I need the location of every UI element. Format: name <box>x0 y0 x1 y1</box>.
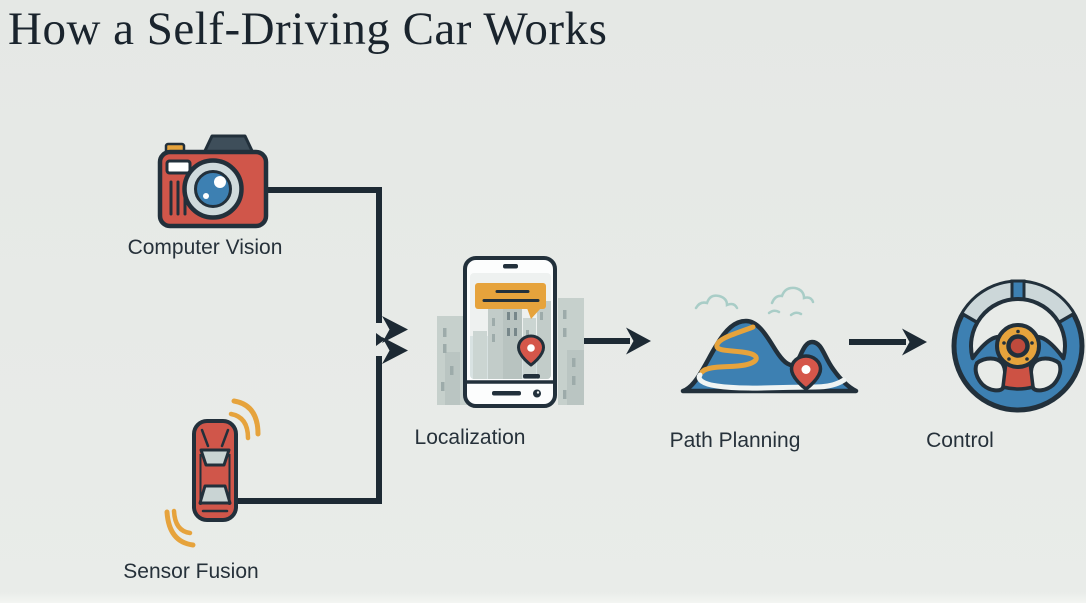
wheel-hub-center <box>1006 334 1030 358</box>
destination-pin-dot <box>801 365 811 374</box>
mountain-shape <box>680 318 859 394</box>
page-title: How a Self-Driving Car Works <box>8 3 608 55</box>
sensor-waves-icon <box>164 398 261 548</box>
connector-sensor-fusion-to-localization <box>238 356 382 504</box>
route-path-lower <box>696 372 847 391</box>
camera-icon <box>157 134 269 229</box>
mountain-route-icon <box>680 286 859 394</box>
map-pin-dot <box>527 344 535 352</box>
lens-highlight-small <box>203 193 209 199</box>
bottom-edge-strip <box>0 592 1086 603</box>
phone-home-dash <box>492 391 521 396</box>
arrow-path-planning-to-control <box>849 328 927 356</box>
lens-highlight-large <box>214 176 226 188</box>
merge-arrowheads-icon <box>376 316 408 364</box>
city-map-phone-icon <box>437 256 584 408</box>
node-label-computer-vision: Computer Vision <box>127 236 283 259</box>
steering-wheel-icon <box>951 279 1085 413</box>
route-path-upper <box>699 324 759 375</box>
phone-camera-dot <box>533 389 541 398</box>
city-buildings-back <box>437 298 584 405</box>
wheel-grip-separators <box>961 312 1075 325</box>
notification-bubble <box>475 283 546 319</box>
camera-lens-eye <box>194 170 232 208</box>
car-sensor-icon <box>164 398 261 548</box>
phone-earpiece <box>503 264 518 269</box>
node-label-path-planning: Path Planning <box>669 429 801 452</box>
clouds-icon <box>694 286 815 317</box>
wheel-hub-bolts <box>1002 329 1034 361</box>
car-rear-windshield <box>198 484 232 505</box>
camera-flash <box>165 159 192 175</box>
connector-computer-vision-to-localization <box>262 187 382 323</box>
node-label-localization: Localization <box>414 426 526 449</box>
node-label-control: Control <box>926 429 994 452</box>
pin-shadow-dash <box>523 374 540 379</box>
node-label-sensor-fusion: Sensor Fusion <box>123 560 259 583</box>
wheel-lower-red-piece <box>1001 360 1035 391</box>
phone-camera-dot-highlight <box>536 391 540 394</box>
car-hood-lines <box>200 428 230 448</box>
car-front-windshield <box>199 448 231 467</box>
